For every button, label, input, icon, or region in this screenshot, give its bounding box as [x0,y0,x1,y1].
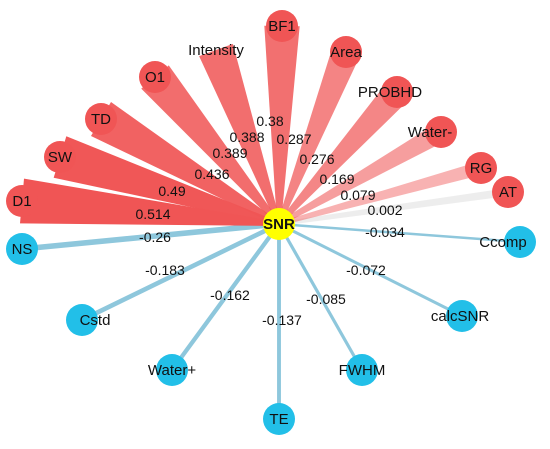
edge-weight-at: 0.002 [367,202,402,218]
node-ccomp[interactable] [504,226,536,258]
edge-weight-cstd: -0.183 [145,262,185,278]
edge-weight-bf1: 0.38 [256,113,283,129]
node-fwhm[interactable] [346,354,378,386]
node-label-fwhm: FWHM [339,362,386,379]
edges-layer [19,25,522,421]
node-label-bf1: BF1 [268,18,296,35]
node-label-te: TE [269,411,288,428]
node-rg[interactable] [465,152,497,184]
edge-water-plus [169,221,282,373]
node-label-at: AT [499,184,517,201]
node-o1[interactable] [139,61,171,93]
node-label-area: Area [330,44,362,61]
edge-weight-area: 0.287 [276,131,311,147]
node-at[interactable] [492,176,524,208]
edge-weight-probhd: 0.276 [299,151,334,167]
edge-weight-o1: 0.389 [212,145,247,161]
edge-weight-water-minus: 0.169 [319,171,354,187]
node-td[interactable] [85,103,117,135]
edge-o1 [141,65,281,226]
edge-ccomp [277,222,522,244]
edge-weight-ns: -0.26 [139,229,171,245]
node-cstd[interactable] [66,304,98,336]
node-probhd[interactable] [381,76,413,108]
node-water-plus[interactable] [156,354,188,386]
node-label-sw: SW [48,149,73,166]
node-label-water-minus: Water- [408,124,452,141]
node-label-td: TD [91,111,111,128]
center-node[interactable] [263,208,295,240]
node-label-d1: D1 [12,193,31,210]
edge-cstd [79,221,282,323]
node-d1[interactable] [6,185,38,217]
edge-weight-water-plus: -0.162 [210,287,250,303]
edge-weight-te: -0.137 [262,312,302,328]
node-label-calcsnr: calcSNR [431,308,490,325]
edge-weight-fwhm: -0.085 [306,291,346,307]
node-label-cstd: Cstd [80,312,111,329]
edge-weight-td: 0.436 [194,166,229,182]
edge-weight-rg: 0.079 [340,187,375,203]
edge-sw [53,136,280,226]
edge-calcsnr [277,222,464,318]
edge-rg [278,161,483,226]
edge-weight-sw: 0.49 [158,183,185,199]
edge-at [278,187,509,226]
edge-bf1 [264,25,300,225]
node-label-ccomp: Ccomp [479,234,527,251]
edge-fwhm [277,222,364,372]
edge-weight-calcsnr: -0.072 [346,262,386,278]
node-te[interactable] [263,403,295,435]
node-sw[interactable] [44,141,76,173]
edge-td [90,102,281,226]
node-label-ns: NS [12,241,33,258]
node-bf1[interactable] [266,10,298,42]
edge-weight-d1: 0.514 [135,206,170,222]
node-label-probhd: PROBHD [358,84,422,101]
edge-d1 [19,178,280,226]
edge-weight-intensity: 0.388 [229,129,264,145]
edge-probhd [277,82,408,226]
node-water-minus[interactable] [425,116,457,148]
node-label-intensity: Intensity [188,42,244,59]
center-layer: SNR [263,208,295,240]
center-node-label: SNR [263,216,295,233]
node-label-water-plus: Water+ [148,362,196,379]
edge-intensity [199,43,281,225]
node-area[interactable] [330,36,362,68]
node-label-o1: O1 [145,69,165,86]
edge-weight-ccomp: -0.034 [365,224,405,240]
edge-area [277,46,360,225]
node-ns[interactable] [6,233,38,265]
weights-layer: 0.002 -0.034 -0.072 0.079 -0.085-0.137 -0.162… [135,113,405,328]
nodes-layer [6,10,536,435]
labels-layer: AT Ccomp calcSNR RG FWHM TE Water+ Water- Cstd NS… [12,18,527,428]
node-calcsnr[interactable] [446,300,478,332]
edge-water-minus [278,123,446,226]
edge-ns [19,221,282,252]
node-label-rg: RG [470,160,493,177]
